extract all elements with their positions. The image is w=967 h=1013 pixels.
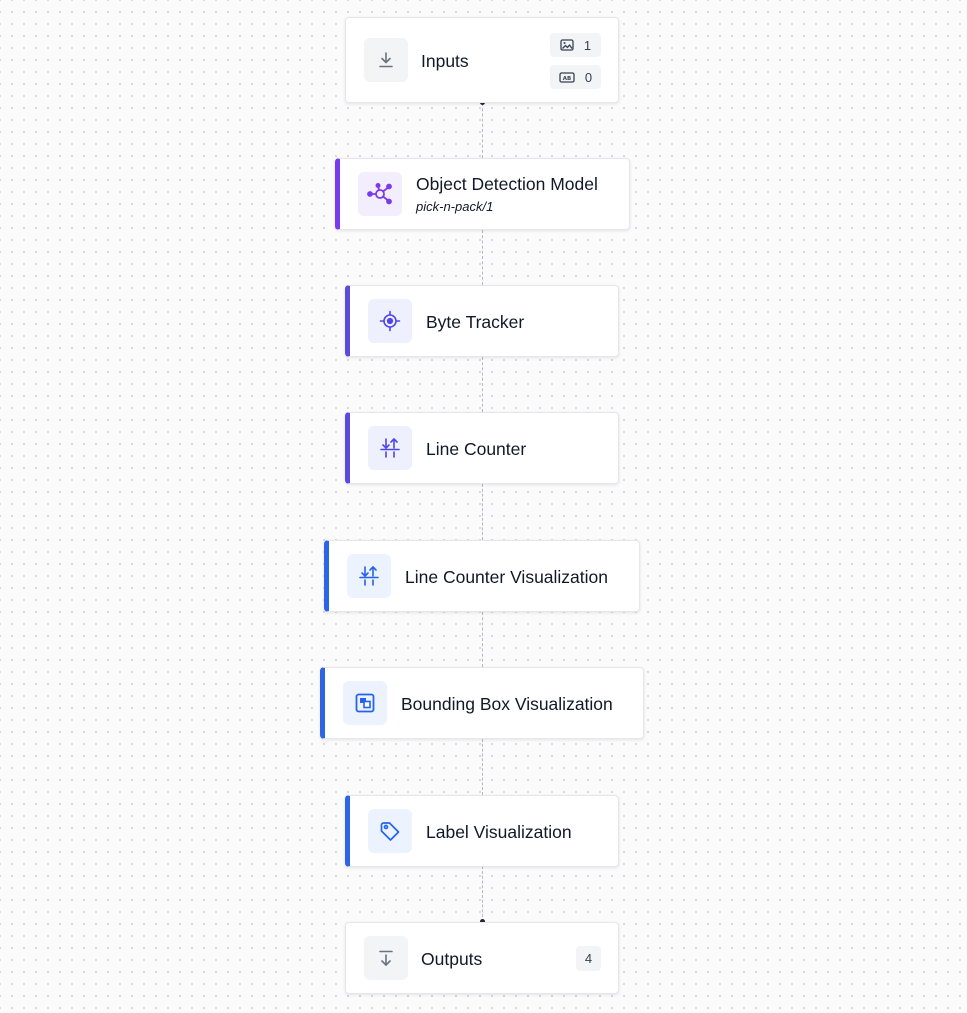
label-visualization-icon-box [368, 809, 412, 853]
parameter-input-badge[interactable]: AB 0 [550, 65, 601, 89]
connector-label-viz-outputs [482, 866, 483, 922]
line-counter-node[interactable]: Line Counter [345, 412, 619, 484]
svg-text:AB: AB [563, 76, 571, 82]
bounding-box-visualization-title: Bounding Box Visualization [401, 694, 613, 714]
line-counter-visualization-node[interactable]: Line Counter Visualization [324, 540, 640, 612]
model-icon-box [358, 172, 402, 216]
bounding-box-icon [355, 693, 375, 713]
image-input-badge[interactable]: 1 [550, 33, 601, 57]
bounding-box-visualization-icon-box [343, 681, 387, 725]
download-icon [379, 52, 393, 68]
connector-counter-viz-bbox-viz [482, 612, 483, 667]
outputs-input-handle[interactable] [480, 919, 485, 924]
connector-counter-counter-viz [482, 484, 483, 540]
label-visualization-title: Label Visualization [426, 822, 572, 842]
object-detection-model-title: Object Detection Model [416, 174, 598, 194]
model-network-icon [367, 183, 392, 205]
text-parameter-icon: AB [559, 71, 575, 83]
connector-tracker-counter [482, 357, 483, 412]
image-input-count: 1 [583, 37, 592, 53]
connector-model-tracker [482, 230, 483, 285]
outputs-count: 4 [584, 951, 593, 966]
inputs-node[interactable]: Inputs 1 AB 0 [345, 17, 619, 103]
target-icon [379, 310, 401, 332]
arrows-up-down-icon [359, 566, 379, 586]
byte-tracker-node[interactable]: Byte Tracker [345, 285, 619, 357]
outputs-icon-box [364, 936, 408, 980]
arrows-up-down-icon [380, 438, 400, 458]
outputs-title: Outputs [421, 949, 483, 969]
tag-icon [380, 822, 400, 841]
inputs-title: Inputs [421, 51, 469, 71]
line-counter-visualization-icon-box [347, 554, 391, 598]
connector-bbox-viz-label-viz [482, 739, 483, 795]
byte-tracker-title: Byte Tracker [426, 312, 525, 332]
line-counter-title: Line Counter [426, 439, 527, 459]
image-icon [560, 39, 574, 51]
outputs-node[interactable]: Outputs 4 [345, 922, 619, 994]
parameter-input-count: 0 [584, 69, 593, 85]
bounding-box-visualization-node[interactable]: Bounding Box Visualization [320, 667, 644, 739]
output-arrow-icon [379, 950, 393, 966]
outputs-count-badge[interactable]: 4 [576, 946, 601, 971]
line-counter-icon-box [368, 426, 412, 470]
object-detection-model-node[interactable]: Object Detection Model pick-n-pack/1 [335, 158, 630, 230]
connector-inputs-model [482, 103, 483, 158]
inputs-icon-box [364, 38, 408, 82]
object-detection-model-id: pick-n-pack/1 [416, 199, 494, 214]
line-counter-visualization-title: Line Counter Visualization [405, 567, 609, 587]
label-visualization-node[interactable]: Label Visualization [345, 795, 619, 867]
byte-tracker-icon-box [368, 299, 412, 343]
